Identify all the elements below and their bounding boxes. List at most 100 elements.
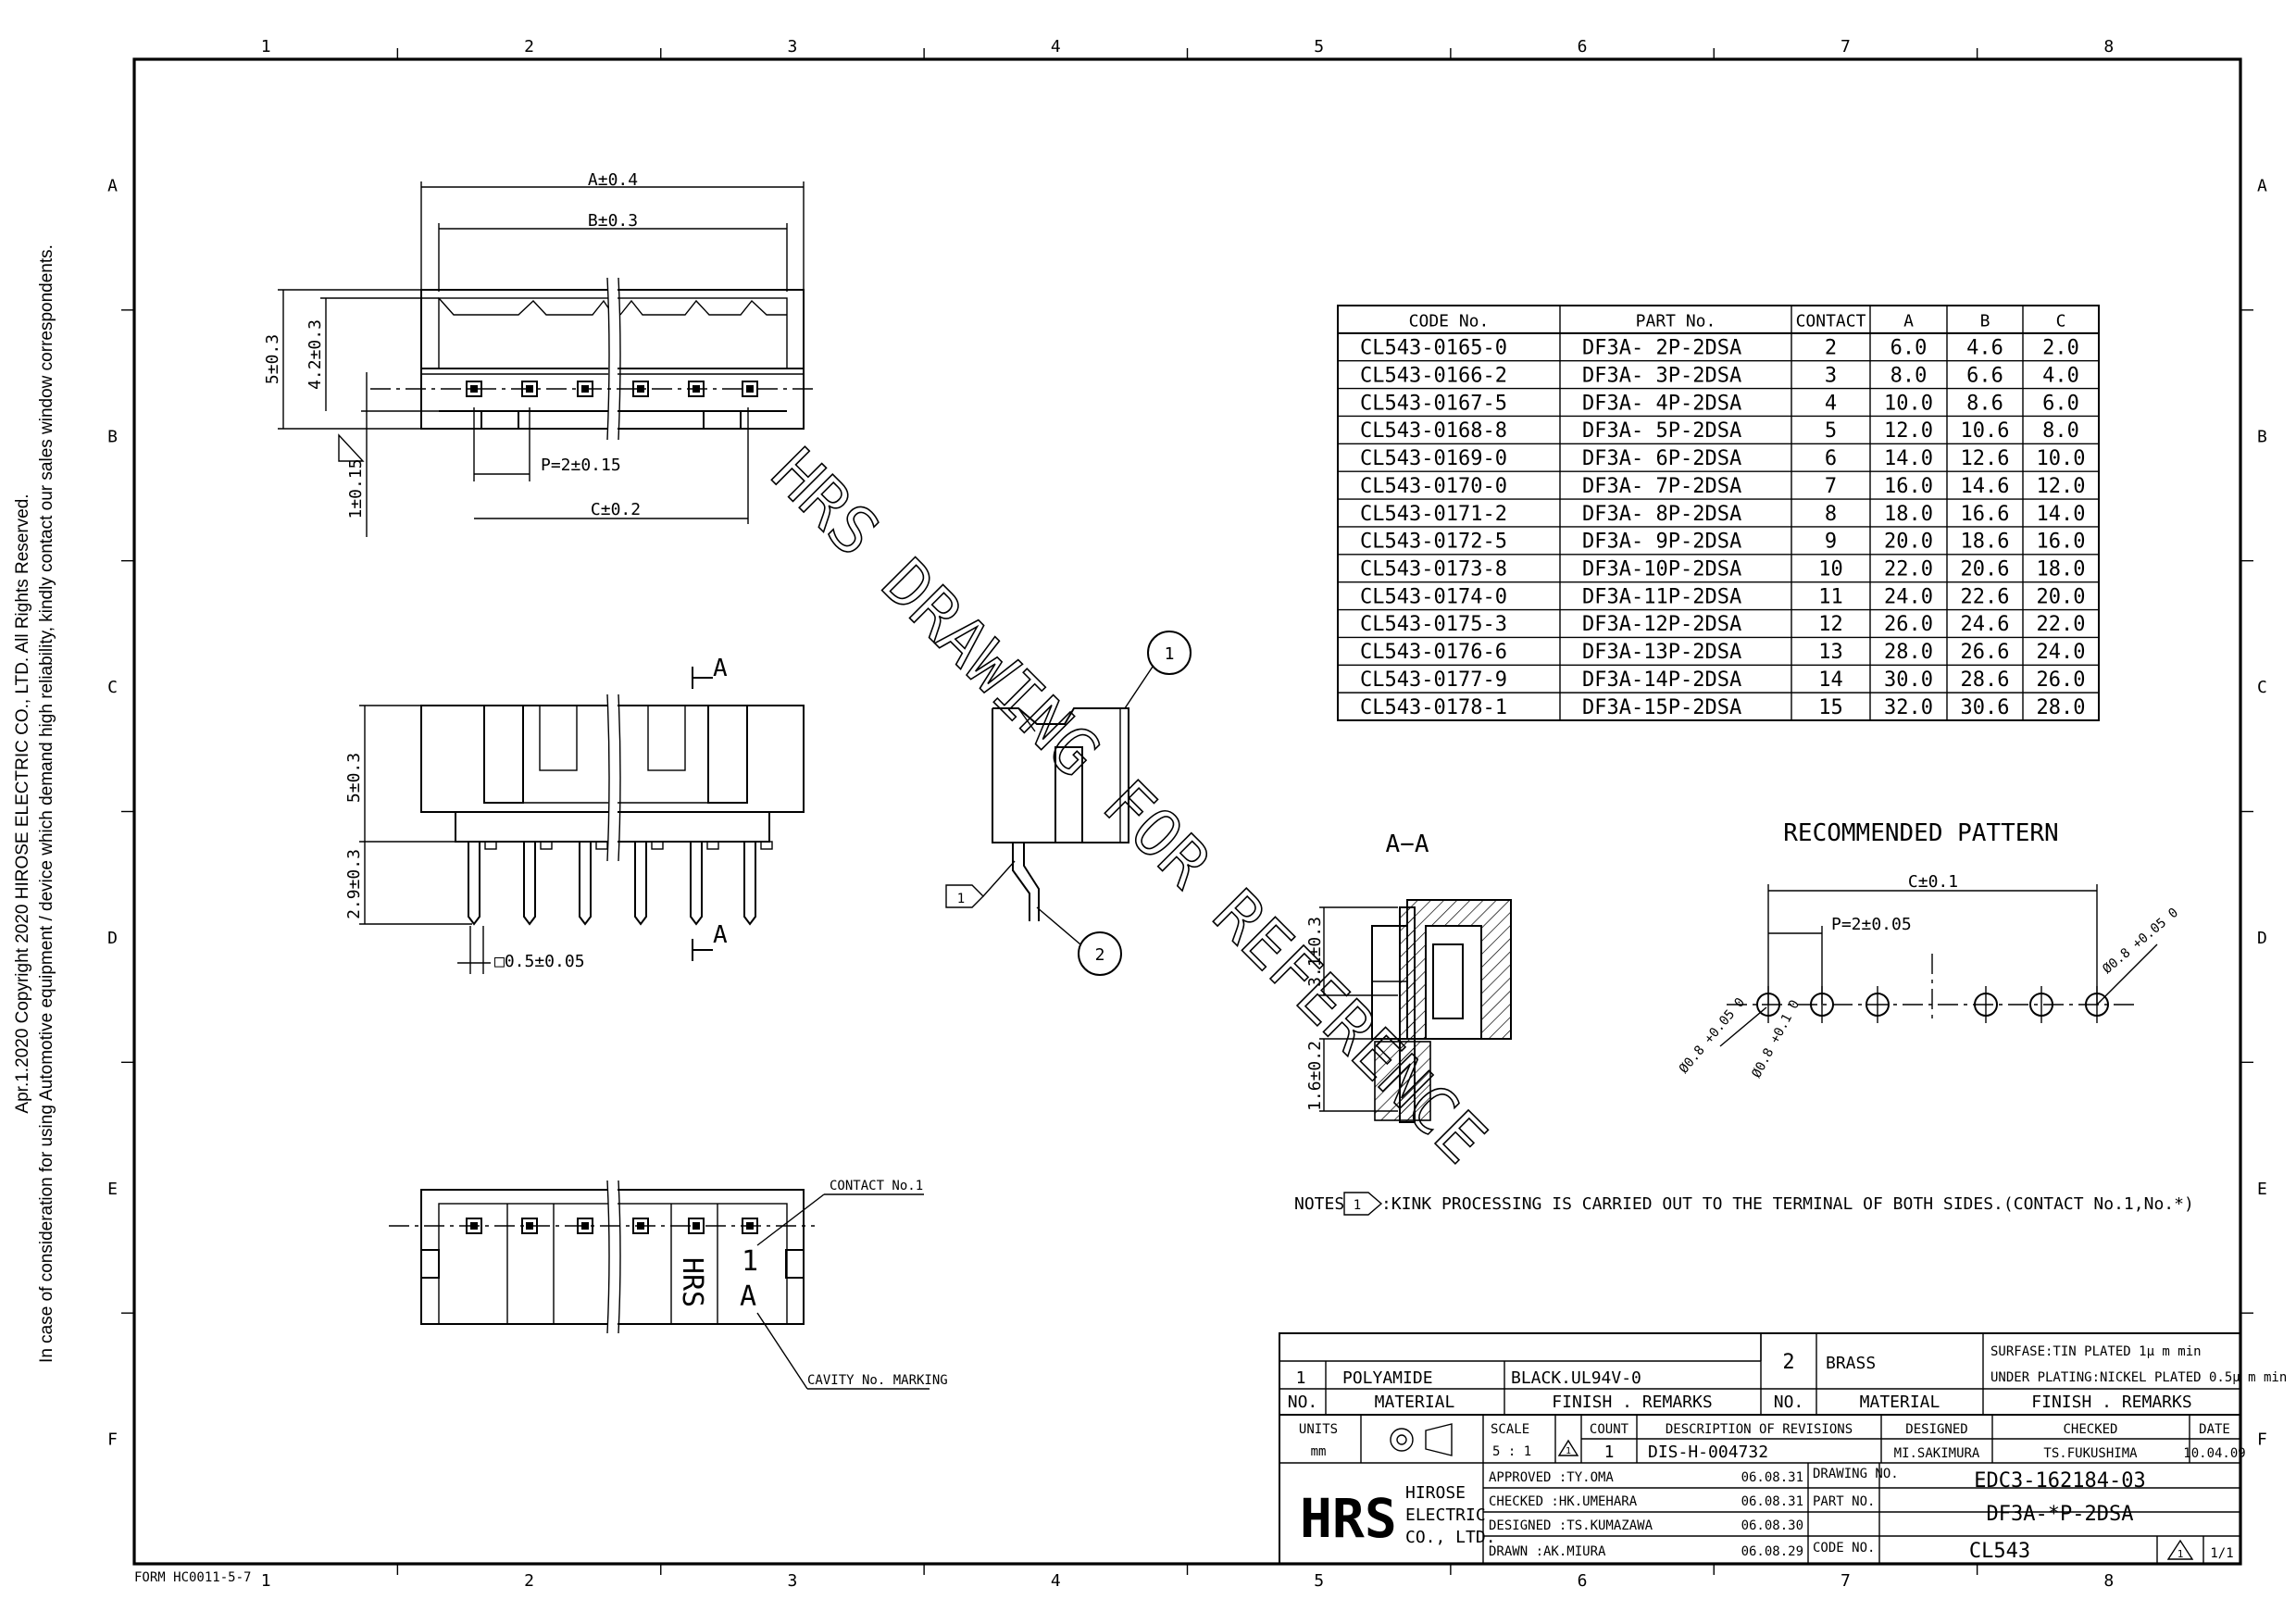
table-cell: CL543-0167-5 — [1360, 392, 1507, 415]
zone-row-label: D — [107, 929, 118, 948]
checked-date: 06.08.31 — [1741, 1494, 1803, 1509]
table-cell: CL543-0165-0 — [1360, 337, 1507, 360]
drawing-no: EDC3-162184-03 — [1974, 1469, 2145, 1493]
kink-flag-icon — [338, 433, 365, 462]
pin-leg — [523, 842, 536, 926]
table-cell: 4.0 — [2042, 364, 2079, 387]
table-cell: 8.6 — [1966, 392, 2003, 415]
table-cell: 22.0 — [1884, 557, 1933, 581]
hrs-logo: HRS — [1300, 1487, 1397, 1550]
kink-note-flag — [945, 884, 984, 908]
drawn-date: 06.08.29 — [1741, 1544, 1803, 1559]
table-cell: 10 — [1818, 557, 1843, 581]
table-cell: 13 — [1818, 641, 1843, 664]
zone-row-label: F — [107, 1430, 118, 1450]
sheet-number: 1/1 — [2210, 1546, 2233, 1561]
table-cell: 16.0 — [2037, 531, 2086, 554]
table-cell: 24.6 — [1961, 613, 2010, 636]
units-label: UNITS — [1299, 1422, 1338, 1437]
table-cell: 14 — [1818, 668, 1843, 692]
zone-col-label: 1 — [261, 1571, 271, 1591]
pattern-hole-c: Ø0.8 +0.05 0 — [2100, 906, 2181, 977]
table-cell: 20.0 — [2037, 585, 2086, 608]
table-cell: 30.0 — [1884, 668, 1933, 692]
side-view: 1 2 1 — [945, 631, 1192, 976]
title-block: 1 POLYAMIDE BLACK.UL94V-0 2 BRASS SURFAS… — [1279, 1332, 2287, 1565]
desc-value: DIS-H-004732 — [1648, 1443, 1768, 1462]
table-cell: CL543-0178-1 — [1360, 696, 1507, 719]
table-cell: 22.0 — [2037, 613, 2086, 636]
form-number: FORM HC0011-5-7 — [134, 1570, 251, 1585]
table-cell: 14.6 — [1961, 475, 2010, 498]
table-cell: 28.0 — [1884, 641, 1933, 664]
table-cell: CL543-0166-2 — [1360, 364, 1507, 387]
table-cell: DF3A- 6P-2DSA — [1582, 447, 1741, 470]
cavity-marking-label: CAVITY No. MARKING — [807, 1373, 948, 1388]
table-header-cell: A — [1903, 312, 1914, 331]
zone-col-label: 3 — [788, 1571, 798, 1591]
table-cell: 26.0 — [2037, 668, 2086, 692]
mat-hdr-material-2: MATERIAL — [1860, 1393, 1940, 1412]
table-cell: 24.0 — [1884, 585, 1933, 608]
table-cell: 26.0 — [1884, 613, 1933, 636]
pattern-hole-b: Ø0.8 +0.1 0 — [1749, 998, 1803, 1081]
zone-col-label: 7 — [1841, 37, 1851, 56]
company-line-1: HIROSE — [1405, 1483, 1466, 1503]
table-cell: CL543-0168-8 — [1360, 419, 1507, 443]
dim-height-label: 5±0.3 — [263, 334, 282, 384]
front-dim-body-label: 5±0.3 — [344, 753, 364, 803]
zone-row-label: D — [2257, 929, 2267, 948]
scale-value: 5 : 1 — [1492, 1444, 1531, 1459]
table-cell: DF3A-13P-2DSA — [1582, 641, 1741, 664]
table-cell: 5 — [1825, 419, 1837, 443]
checked-value: TS.FUKUSHIMA — [2043, 1446, 2138, 1461]
table-cell: DF3A- 5P-2DSA — [1582, 419, 1741, 443]
table-cell: DF3A- 9P-2DSA — [1582, 531, 1741, 554]
count-label: COUNT — [1590, 1422, 1629, 1437]
drawn-by: DRAWN :AK.MIURA — [1489, 1544, 1606, 1559]
table-cell: DF3A- 7P-2DSA — [1582, 475, 1741, 498]
projection-cone-icon — [1425, 1423, 1453, 1456]
section-mark-bottom: A — [713, 921, 728, 949]
table-cell: DF3A-11P-2DSA — [1582, 585, 1741, 608]
dim-inner-label: 4.2±0.3 — [306, 319, 325, 390]
zone-row-label: A — [107, 176, 118, 195]
table-cell: 15 — [1818, 696, 1843, 719]
table-cell: CL543-0174-0 — [1360, 585, 1507, 608]
units-value: mm — [1311, 1444, 1327, 1459]
table-cell: 12.0 — [1884, 419, 1933, 443]
mat-hdr-finish-2: FINISH . REMARKS — [2031, 1393, 2191, 1412]
zone-col-label: 6 — [1578, 1571, 1588, 1591]
dim-b-label: B±0.3 — [588, 211, 638, 231]
mat-row2-no: 2 — [1782, 1351, 1794, 1374]
table-cell: DF3A- 3P-2DSA — [1582, 364, 1741, 387]
table-cell: 30.6 — [1961, 696, 2010, 719]
zone-col-label: 5 — [1314, 37, 1324, 56]
zone-row-label: E — [2257, 1180, 2267, 1199]
desc-label: DESCRIPTION OF REVISIONS — [1666, 1422, 1853, 1437]
dim-pin-label: 1±0.15 — [346, 458, 366, 518]
approved-by: APPROVED :TY.OMA — [1489, 1470, 1614, 1485]
designed-label: DESIGNED — [1905, 1422, 1967, 1437]
notes-label: NOTES — [1294, 1194, 1344, 1214]
table-cell: DF3A-15P-2DSA — [1582, 696, 1741, 719]
drawing-no-label: DRAWING NO. — [1813, 1467, 1899, 1481]
callout-1-number: 1 — [1165, 644, 1175, 664]
table-cell: DF3A- 8P-2DSA — [1582, 503, 1741, 526]
front-dim-pin-size: □0.5±0.05 — [494, 952, 585, 971]
table-cell: DF3A-14P-2DSA — [1582, 668, 1741, 692]
bottom-mark-a: A — [740, 1280, 756, 1313]
date-label: DATE — [2199, 1422, 2230, 1437]
table-cell: 8.0 — [1890, 364, 1928, 387]
callout-2-circle — [1078, 931, 1122, 976]
table-cell: 8.0 — [2042, 419, 2079, 443]
table-cell: 18.0 — [2037, 557, 2086, 581]
table-cell: 12 — [1818, 613, 1843, 636]
zone-col-label: 1 — [261, 37, 271, 56]
scale-label: SCALE — [1491, 1422, 1529, 1437]
notes-text: :KINK PROCESSING IS CARRIED OUT TO THE T… — [1381, 1194, 2194, 1214]
callout-2-number: 2 — [1095, 945, 1105, 965]
bottom-view: HRS 1 A CONTACT No.1 CAVITY No. MARKING — [389, 1179, 948, 1390]
table-cell: 22.6 — [1961, 585, 2010, 608]
table-cell: 32.0 — [1884, 696, 1933, 719]
